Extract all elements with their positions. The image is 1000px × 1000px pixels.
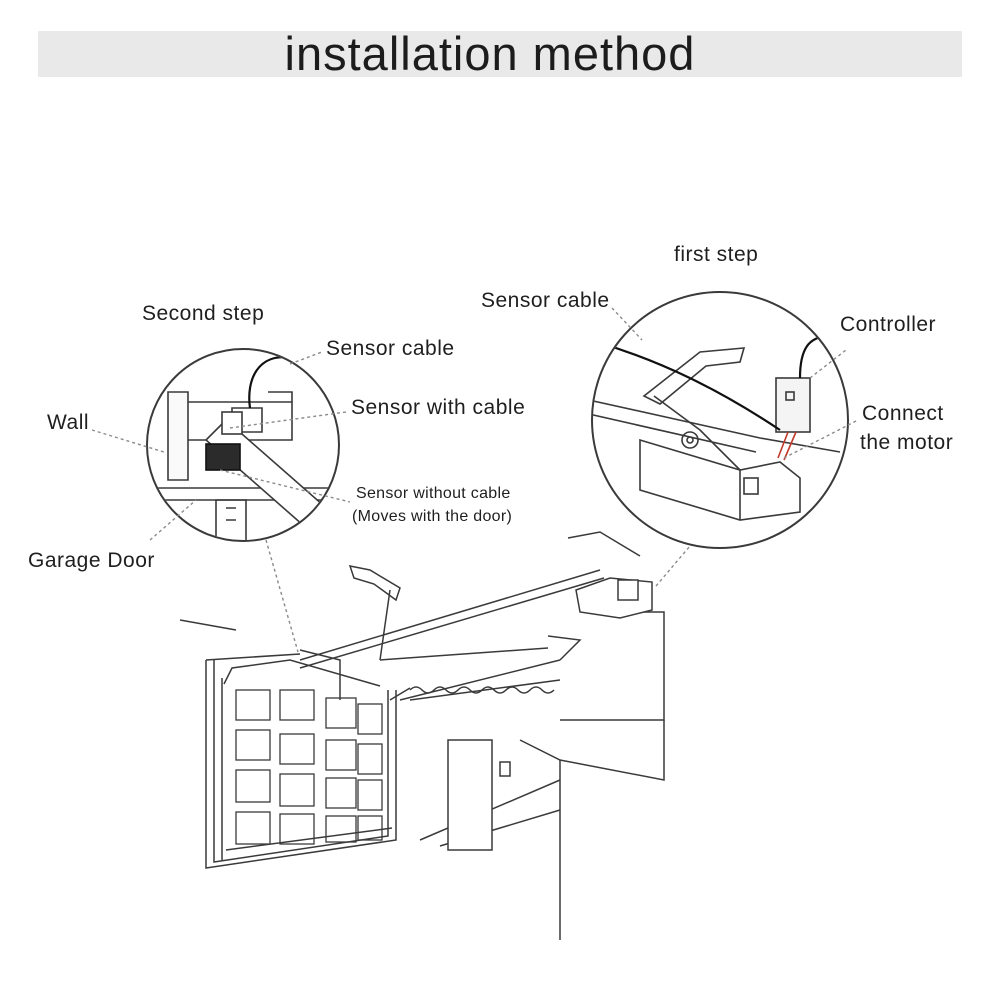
opener-motor <box>575 577 653 619</box>
sensor-with-cable <box>221 411 243 435</box>
first-step-detail-circle <box>591 291 849 549</box>
motor-wire-red <box>777 431 789 459</box>
label-garage-door: Garage Door <box>28 549 155 572</box>
garage-door-frame <box>205 660 397 869</box>
wall-header <box>167 391 189 481</box>
label-sensor-cable-right: Sensor cable <box>481 289 610 312</box>
controller-box <box>775 377 811 433</box>
label-sensor-without-cable-line2: (Moves with the door) <box>352 508 513 525</box>
garage-door-panels <box>235 689 383 845</box>
leader-lines <box>91 307 859 653</box>
opener-rail <box>299 569 601 661</box>
motor-housing <box>639 438 801 521</box>
label-connect-motor-line2: the motor <box>860 431 954 454</box>
label-second-step: Second step <box>142 302 265 325</box>
label-controller: Controller <box>840 313 937 336</box>
garage-main-drawing <box>179 531 665 940</box>
back-wall-right <box>519 720 665 781</box>
side-door <box>447 739 493 851</box>
sensor-without-cable <box>205 443 241 471</box>
label-connect-motor-line1: Connect <box>862 402 944 425</box>
title-band <box>38 31 962 77</box>
page-title: installation method <box>284 27 696 80</box>
label-sensor-without-cable-line1: Sensor without cable <box>356 485 511 502</box>
label-first-step: first step <box>674 243 759 266</box>
torsion-spring <box>409 686 555 694</box>
label-wall: Wall <box>47 411 90 434</box>
second-step-detail-circle <box>146 348 340 542</box>
label-sensor-with-cable: Sensor with cable <box>351 396 526 419</box>
label-sensor-cable-left: Sensor cable <box>326 337 455 360</box>
